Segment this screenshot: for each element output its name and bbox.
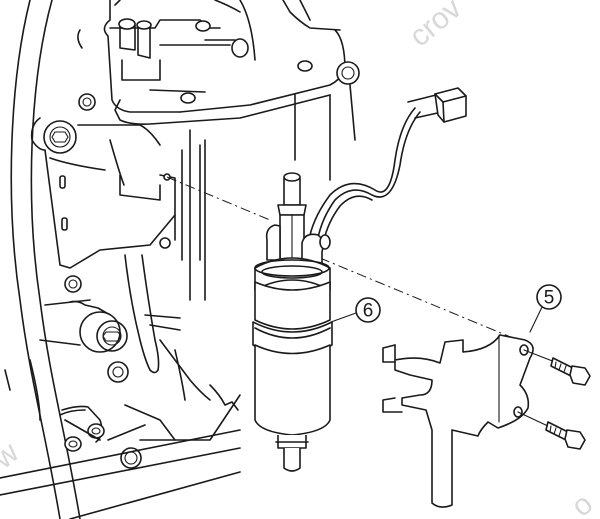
alignment-lines	[166, 176, 526, 344]
engine-block	[0, 0, 360, 519]
callout-6: 6	[330, 297, 381, 323]
callout-5: 5	[529, 284, 562, 333]
callout-5-label: 5	[544, 288, 555, 309]
fuel-pump	[252, 87, 467, 472]
bracket-bolts	[517, 349, 591, 450]
watermark-text-left: w	[0, 436, 25, 476]
fuel-pump-bracket	[382, 334, 534, 508]
watermark-text-top: crov	[403, 0, 468, 53]
watermark-text-right: o	[565, 487, 599, 519]
callout-6-label: 6	[363, 301, 374, 322]
